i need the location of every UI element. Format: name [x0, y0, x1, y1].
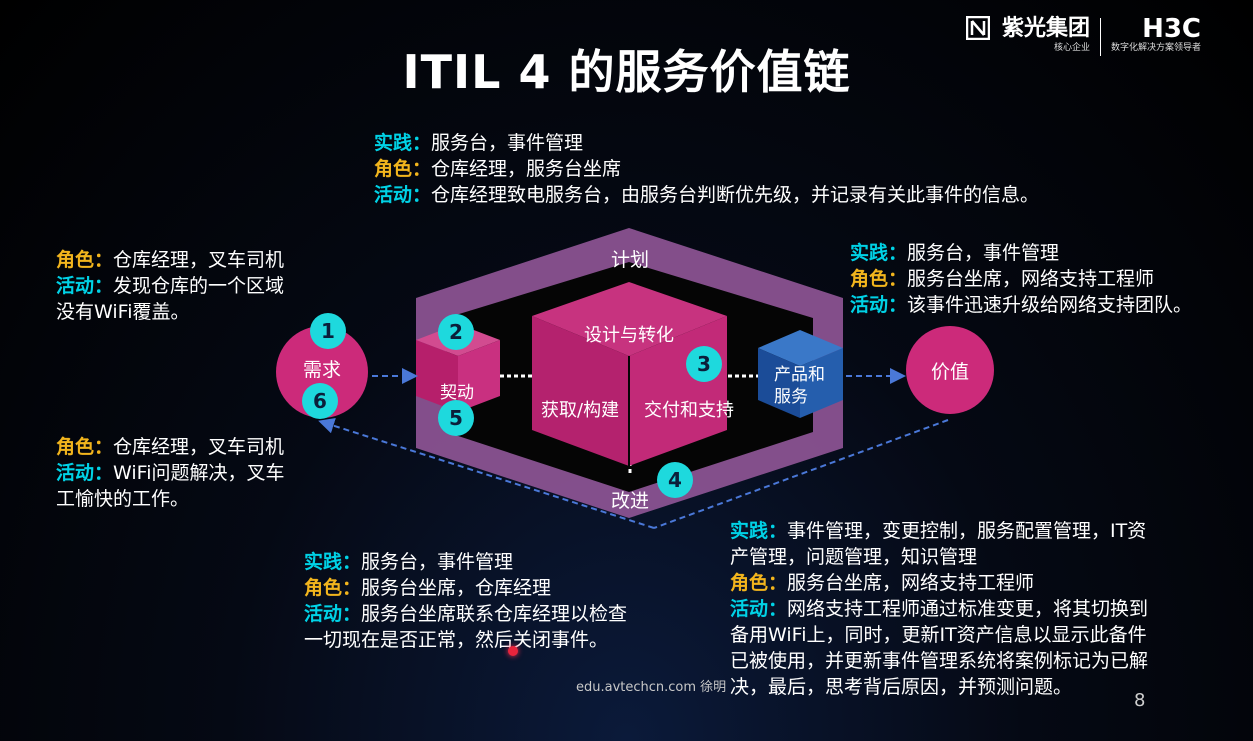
- brand-en-sub: 数字化解决方案领导者: [1110, 43, 1201, 53]
- bottom-right-activity-3: 已被使用，并更新事件管理系统将案例标记为已解: [730, 650, 1149, 672]
- practice-label: 实践：: [304, 551, 362, 573]
- arrow-value-bottom: [653, 419, 949, 529]
- activity-label: 活动：: [850, 294, 908, 316]
- bottom-right-activity-2: 备用WiFi上，同时，更新IT资产信息以显示此备件: [730, 624, 1147, 646]
- brand-cn: 紫光集团: [1001, 16, 1090, 41]
- value-circle: 价值: [906, 326, 994, 414]
- value-label: 价值: [930, 360, 969, 383]
- role-label: 角色：: [304, 577, 362, 599]
- engage-cube-right: [458, 340, 500, 412]
- bottom-center-role: 服务台坐席，仓库经理: [361, 577, 552, 599]
- role-label: 角色：: [56, 249, 114, 271]
- central-cube-left: [532, 316, 629, 466]
- pointer-cursor-icon: [508, 646, 518, 656]
- step-badge-4: 4: [657, 462, 693, 498]
- improve-label: 改进: [611, 490, 650, 512]
- step-badge-6: 6: [302, 383, 338, 419]
- top-role: 仓库经理，服务台坐席: [431, 158, 622, 180]
- bottom-center-practice: 服务台，事件管理: [361, 551, 514, 573]
- block-right-top: 实践：服务台，事件管理 角色：服务台坐席，网络支持工程师 活动：该事件迅速升级给…: [850, 240, 1192, 318]
- top-activity: 仓库经理致电服务台，由服务台判断优先级，并记录有关此事件的信息。: [431, 184, 1040, 206]
- practice-label: 实践：: [374, 132, 432, 154]
- block-left-bottom: 角色：仓库经理，叉车司机 活动：WiFi问题解决，叉车 工愉快的工作。: [56, 434, 285, 512]
- products-cube-left: [758, 348, 800, 418]
- brand-sub: 核心企业: [1053, 43, 1090, 53]
- engage-cube-left: [416, 340, 458, 412]
- products-cube-right: [800, 348, 843, 418]
- products-label: 产品和 服务: [774, 364, 825, 408]
- block-top: 实践：服务台，事件管理 角色：仓库经理，服务台坐席 活动：仓库经理致电服务台，由…: [374, 130, 1039, 208]
- block-left-top: 角色：仓库经理，叉车司机 活动：发现仓库的一个区域 没有WiFi覆盖。: [56, 247, 284, 325]
- step-badge-3: 3: [686, 346, 722, 382]
- plan-label: 计划: [611, 249, 650, 271]
- bottom-center-activity: 服务台坐席联系仓库经理以检查: [361, 603, 628, 625]
- practice-label: 实践：: [730, 520, 788, 542]
- activity-label: 活动：: [374, 184, 432, 206]
- role-label: 角色：: [374, 158, 432, 180]
- step-badge-5: 5: [438, 400, 474, 436]
- activity-label: 活动：: [56, 462, 114, 484]
- products-label-line-1: 产品和: [774, 365, 825, 385]
- slide-title: ITIL 4 的服务价值链: [402, 45, 851, 99]
- activity-label: 活动：: [304, 603, 362, 625]
- bottom-center-activity-2: 一切现在是否正常，然后关闭事件。: [304, 629, 609, 651]
- left-bottom-role: 仓库经理，叉车司机: [113, 436, 285, 458]
- watermark: edu.avtechcn.com 徐明: [576, 680, 727, 695]
- practice-label: 实践：: [850, 242, 908, 264]
- bottom-right-activity-4: 决，最后，思考背后原因，并预测问题。: [730, 676, 1073, 698]
- left-top-role: 仓库经理，叉车司机: [113, 249, 285, 271]
- central-cube-top: [532, 282, 727, 356]
- role-label: 角色：: [730, 572, 788, 594]
- right-top-practice: 服务台，事件管理: [907, 242, 1060, 264]
- arrow-bottom-demand: [318, 418, 655, 529]
- left-bottom-activity: WiFi问题解决，叉车: [113, 462, 285, 484]
- products-label-line-2: 服务: [774, 387, 808, 407]
- bottom-right-practice: 事件管理，变更控制，服务配置管理，IT资: [787, 520, 1147, 542]
- bottom-right-activity: 网络支持工程师通过标准变更，将其切换到: [787, 598, 1149, 620]
- demand-label: 需求: [302, 358, 341, 381]
- block-bottom-right: 实践：事件管理，变更控制，服务配置管理，IT资 产管理，问题管理，知识管理 角色…: [730, 518, 1148, 700]
- bottom-right-role: 服务台坐席，网络支持工程师: [787, 572, 1035, 594]
- right-top-activity: 该事件迅速升级给网络支持团队。: [907, 294, 1193, 316]
- activity-label: 活动：: [56, 275, 114, 297]
- right-top-role: 服务台坐席，网络支持工程师: [907, 268, 1155, 290]
- products-cube-top: [758, 330, 843, 366]
- design-label: 设计与转化: [584, 325, 674, 346]
- role-label: 角色：: [56, 436, 114, 458]
- step-badge-2: 2: [438, 314, 474, 350]
- unisplendour-logo-icon: [965, 16, 990, 40]
- logo-divider: [1099, 18, 1101, 56]
- role-label: 角色：: [850, 268, 908, 290]
- logo: 紫光集团 核心企业 H3C 数字化解决方案领导者: [965, 14, 1201, 56]
- brand-en: H3C: [1142, 14, 1201, 44]
- top-practice: 服务台，事件管理: [431, 132, 584, 154]
- block-bottom-center: 实践：服务台，事件管理 角色：服务台坐席，仓库经理 活动：服务台坐席联系仓库经理…: [304, 549, 627, 653]
- obtain-label: 获取/构建: [541, 400, 620, 421]
- left-top-activity-2: 没有WiFi覆盖。: [56, 301, 190, 323]
- left-bottom-activity-2: 工愉快的工作。: [56, 488, 190, 510]
- step-badge-1: 1: [310, 313, 346, 349]
- left-top-activity: 发现仓库的一个区域: [113, 275, 285, 297]
- deliver-label: 交付和支持: [644, 400, 734, 421]
- engage-label: 契动: [440, 383, 474, 403]
- activity-label: 活动：: [730, 598, 788, 620]
- page-number: 8: [1134, 690, 1146, 711]
- bottom-right-practice-2: 产管理，问题管理，知识管理: [730, 546, 978, 568]
